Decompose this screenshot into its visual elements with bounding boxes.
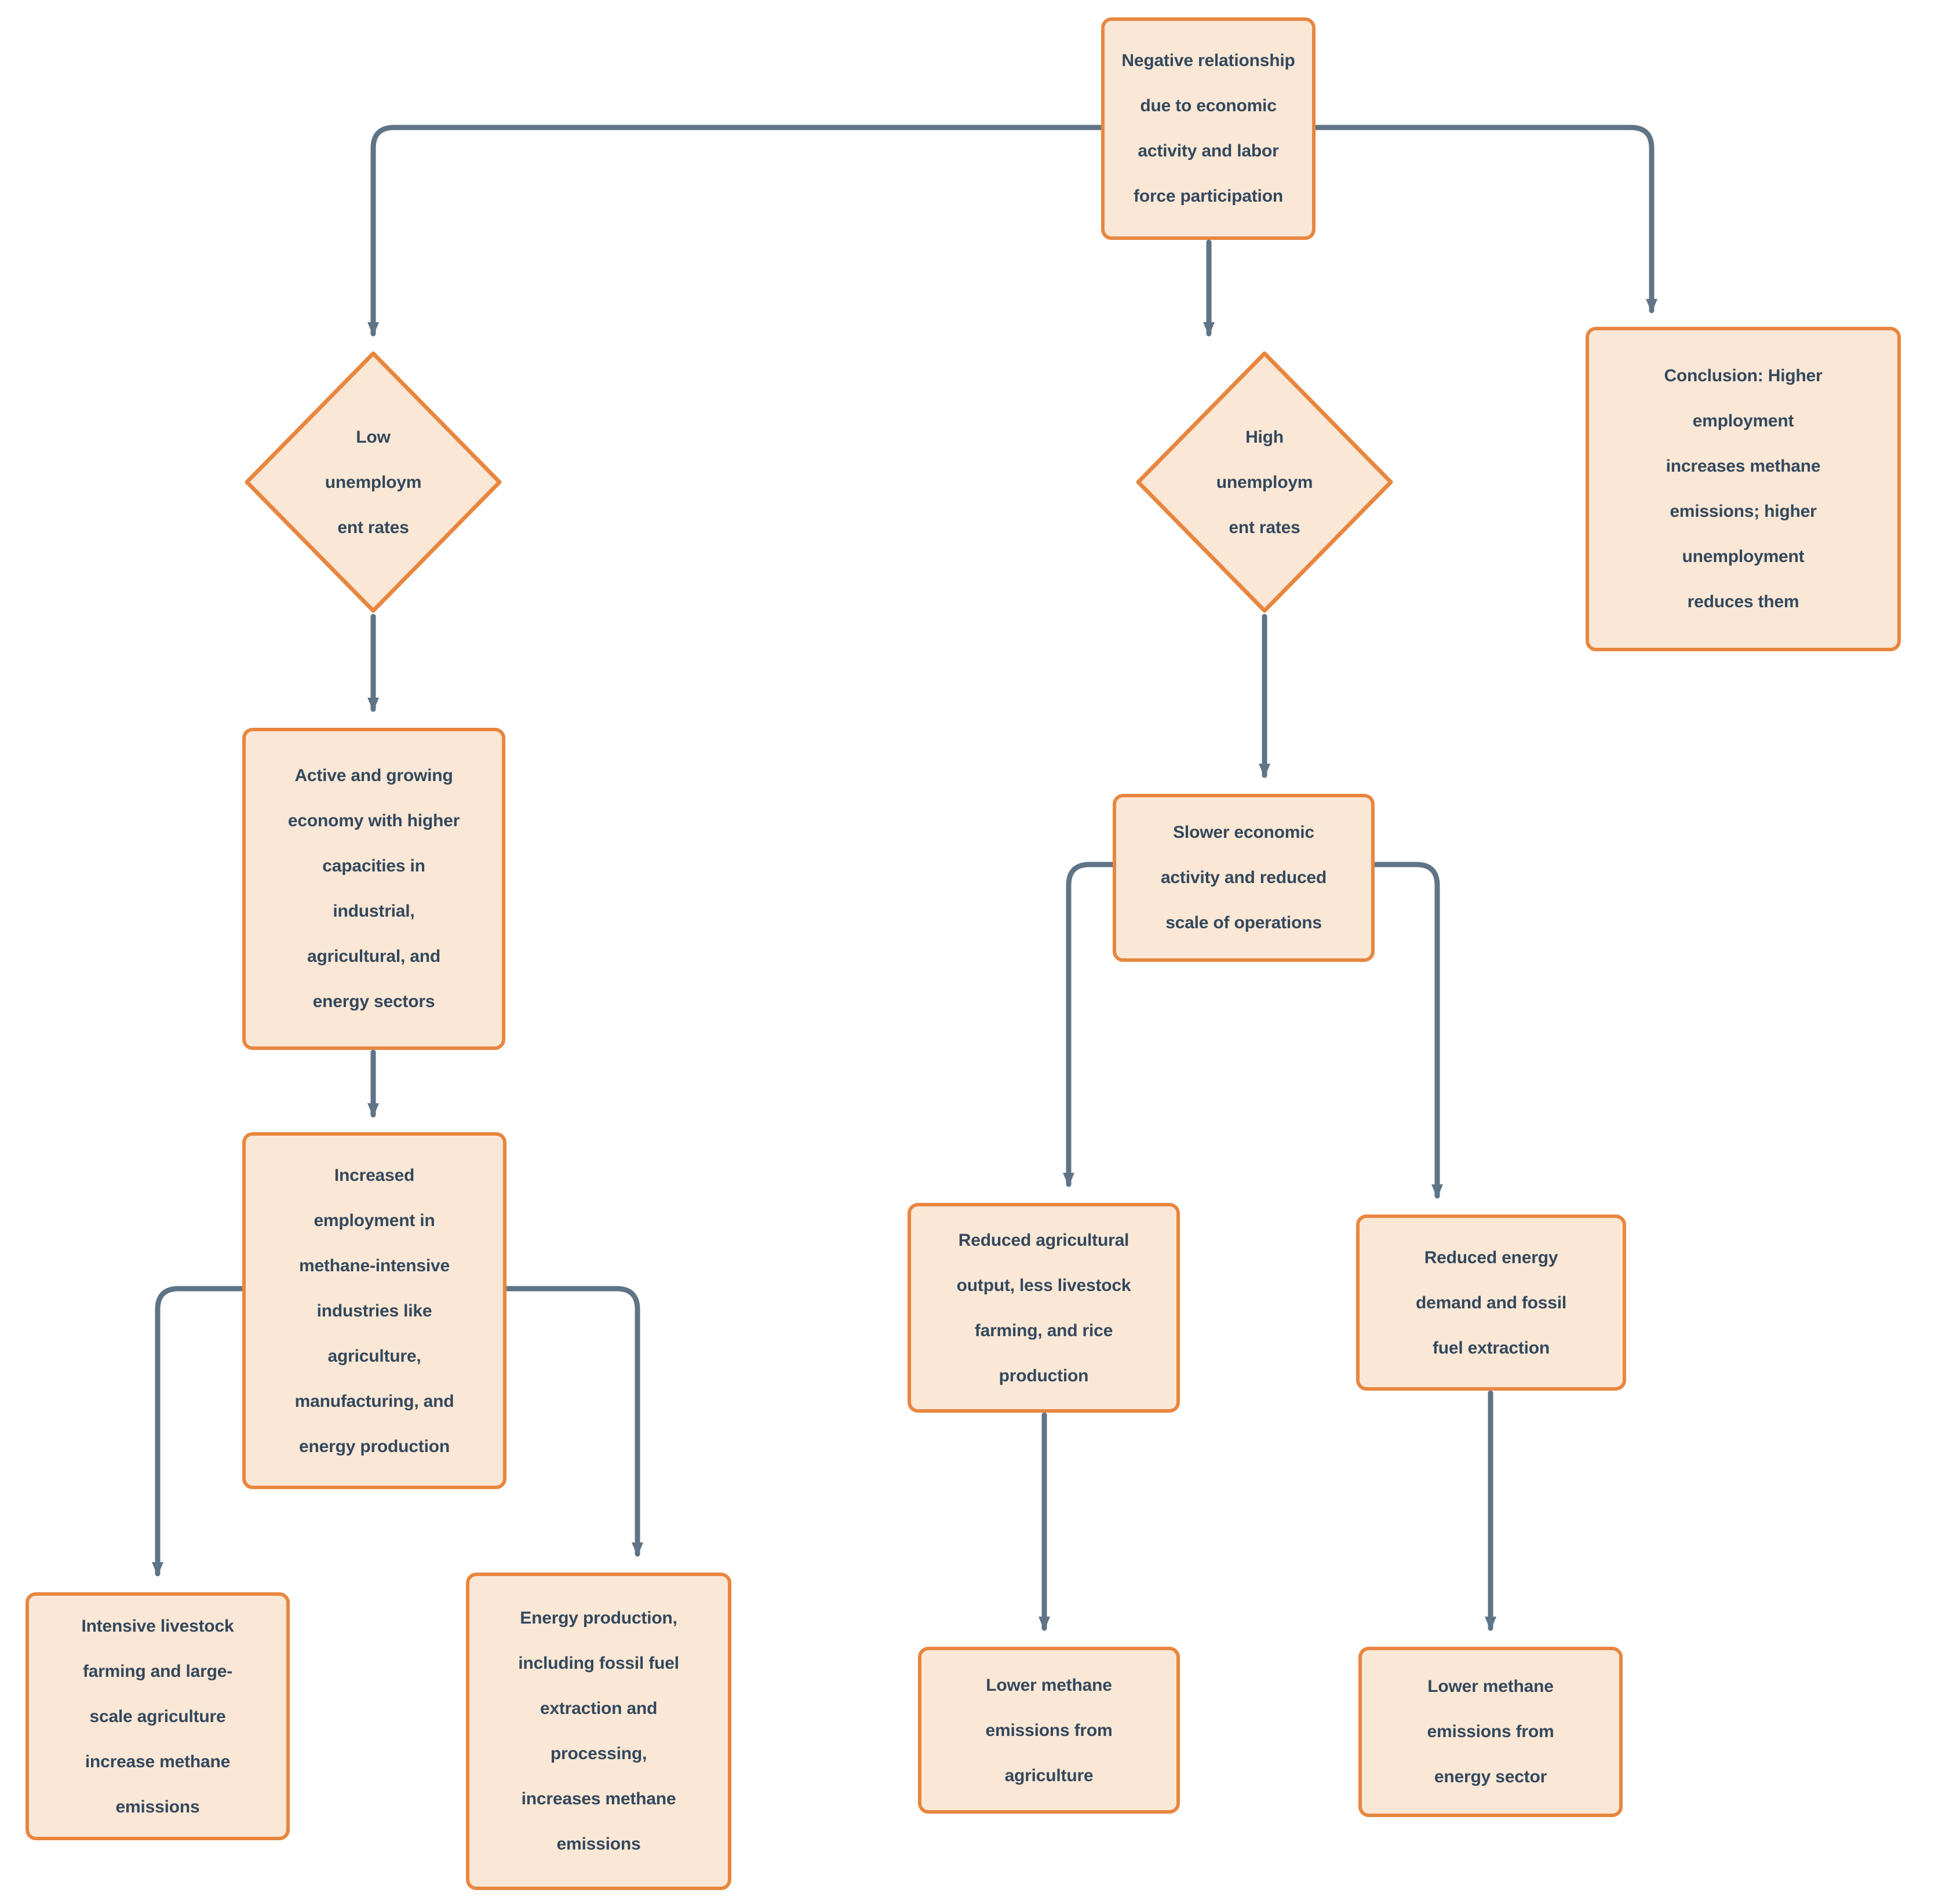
edge-slower-activity-to-reduced-agriculture (1063, 862, 1116, 1187)
node-livestock-farming-label: Intensive livestock farming and large- s… (81, 1616, 234, 1817)
node-lower-agriculture-emissions-label: Lower methane emissions from agriculture (985, 1675, 1113, 1785)
node-high-unemployment-label: High unemploym ent rates (1216, 427, 1313, 537)
node-reduced-agriculture: Reduced agricultural output, less livest… (908, 1203, 1180, 1413)
edge-increased-employment-to-livestock-farming (152, 1286, 245, 1577)
node-slower-activity-label: Slower economic activity and reduced sca… (1160, 823, 1327, 933)
node-negative-relationship-label: Negative relationship due to economic ac… (1121, 51, 1295, 206)
node-reduced-energy: Reduced energy demand and fossil fuel ex… (1356, 1214, 1626, 1391)
edge-root-to-conclusion (1310, 125, 1657, 313)
node-lower-agriculture-emissions: Lower methane emissions from agriculture (918, 1647, 1180, 1814)
node-negative-relationship: Negative relationship due to economic ac… (1101, 17, 1316, 240)
node-reduced-energy-label: Reduced energy demand and fossil fuel ex… (1416, 1248, 1566, 1358)
node-slower-activity: Slower economic activity and reduced sca… (1113, 794, 1375, 962)
node-reduced-agriculture-label: Reduced agricultural output, less livest… (956, 1230, 1131, 1385)
node-increased-employment-label: Increased employment in methane-intensiv… (294, 1165, 454, 1456)
node-low-unemployment-label: Low unemploym ent rates (325, 427, 422, 537)
node-low-unemployment-diamond: Low unemploym ent rates (243, 350, 503, 614)
node-conclusion-label: Conclusion: Higher employment increases … (1664, 366, 1823, 612)
node-increased-employment: Increased employment in methane-intensiv… (242, 1132, 507, 1489)
edge-root-to-low-unemployment (367, 125, 1106, 337)
node-high-unemployment-diamond: High unemploym ent rates (1135, 350, 1394, 614)
diamond-shape (1136, 351, 1393, 613)
node-lower-energy-emissions-label: Lower methane emissions from energy sect… (1427, 1677, 1554, 1787)
node-energy-production-label: Energy production, including fossil fuel… (518, 1608, 679, 1854)
node-livestock-farming: Intensive livestock farming and large- s… (25, 1592, 290, 1840)
node-lower-energy-emissions: Lower methane emissions from energy sect… (1358, 1647, 1623, 1817)
edge-slower-activity-to-reduced-energy (1372, 862, 1443, 1199)
edge-increased-employment-to-energy-production (504, 1286, 643, 1557)
node-active-economy-label: Active and growing economy with higher c… (287, 766, 460, 1012)
node-active-economy: Active and growing economy with higher c… (242, 728, 505, 1050)
node-conclusion: Conclusion: Higher employment increases … (1586, 327, 1901, 651)
node-energy-production: Energy production, including fossil fuel… (466, 1573, 731, 1890)
diamond-shape (245, 351, 502, 613)
